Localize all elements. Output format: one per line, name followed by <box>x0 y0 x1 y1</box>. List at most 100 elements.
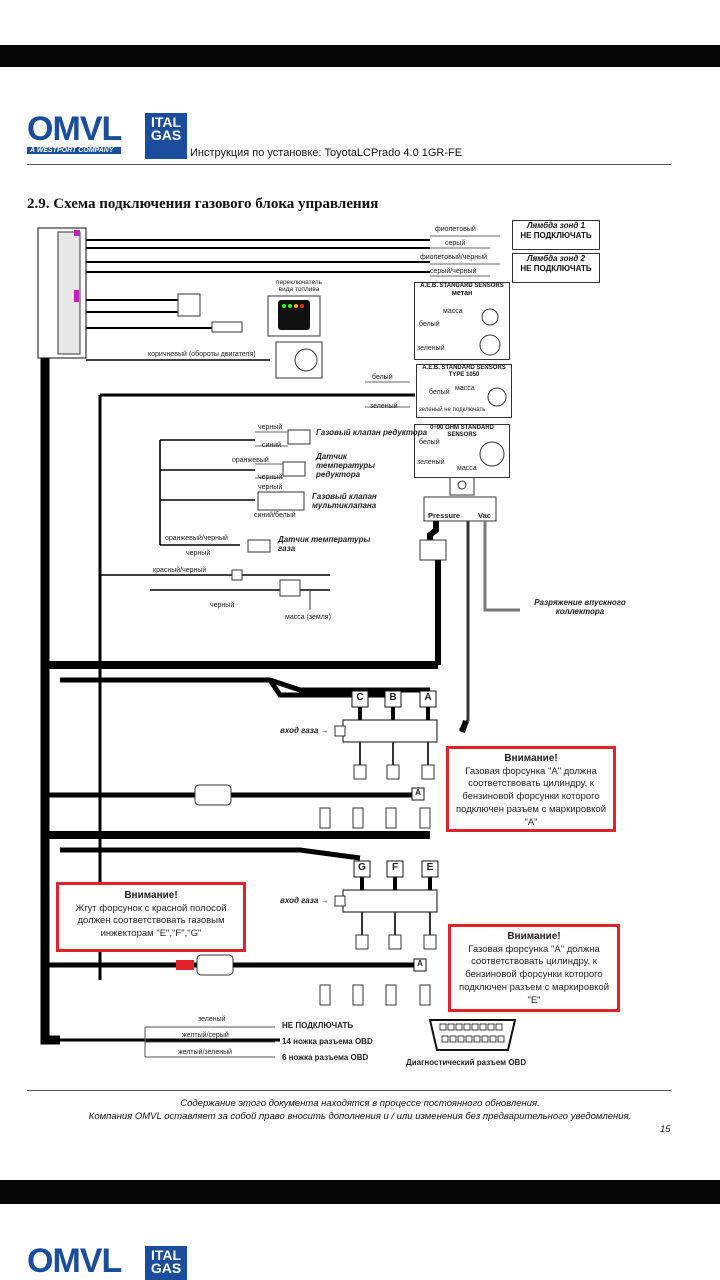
sensor-ohm-mass: масса <box>457 465 477 472</box>
warning-3-title: Внимание! <box>507 931 561 942</box>
next-omvl-logo: OMVL <box>27 1242 122 1280</box>
sensor-1050-white: белый <box>429 389 450 396</box>
sensor-1050: A.E.B. STANDARD SENSORS TYPE 1050 белый … <box>416 364 512 418</box>
marker-a-2: A <box>417 959 423 968</box>
obd-wire-green: зеленый <box>198 1016 226 1023</box>
footer-line-2: Компания OMVL оставляет за собой право в… <box>88 1111 632 1122</box>
omvl-tagline: A WESTPORT COMPANY <box>27 147 122 154</box>
obd-wire-yellow-grey: желтый/серый <box>182 1032 229 1039</box>
ecu-unit <box>37 227 87 359</box>
sensor-ohm-green: зеленый <box>417 459 445 466</box>
warning-box-1: Внимание! Газовая форсунка "А" должна со… <box>446 746 616 832</box>
lambda-2-note: НЕ ПОДКЛЮЧАТЬ <box>520 264 592 273</box>
lambda-2-title: Лямбда зонд 2 <box>526 254 585 263</box>
sensor-methane-gauge <box>479 308 501 356</box>
wire-label-black-3: черный <box>258 484 283 491</box>
map-pressure-label: Pressure <box>428 511 461 520</box>
rail2-letter-g: G <box>358 862 366 873</box>
sensor-1050-note: зеленый не подключать <box>419 407 486 413</box>
sensor-methane-green: зеленый <box>417 345 445 352</box>
lambda-1-box: Лямбда зонд 1 НЕ ПОДКЛЮЧАТЬ <box>512 220 600 250</box>
wire-label-black-2: черный <box>258 474 283 481</box>
temp-sensor-label: Датчик температуры редуктора <box>316 452 376 480</box>
gas-rail-2 <box>319 860 439 1006</box>
page-number: 15 <box>660 1124 671 1135</box>
obd-pin14: 14 ножка разъема OBD <box>282 1037 373 1046</box>
wire-label-violet-black: фиолетовый/черный <box>420 254 488 261</box>
obd-connector <box>428 1019 517 1051</box>
gas-inlet-1: вход газа → <box>280 726 329 735</box>
page-title: Инструкция по установке: ToyotaLCPrado 4… <box>190 147 463 159</box>
sensor-1050-mass: масса <box>455 385 475 392</box>
obd-not-connect: НЕ ПОДКЛЮЧАТЬ <box>282 1021 354 1030</box>
italgas-logo-text: ITAL GAS <box>150 114 182 143</box>
header-divider <box>27 164 671 165</box>
warning-2-text: Жгут форсунок с красной полосой должен с… <box>75 902 227 940</box>
lambda-1-title: Лямбда зонд 1 <box>526 221 585 230</box>
warning-3-text: Газовая форсунка "А" должна соответствов… <box>458 943 610 1006</box>
gas-temp-label: Датчик температуры газа <box>278 535 371 554</box>
marker-a-1: A <box>415 788 421 797</box>
sensor-ohm-title: 0÷90 OHM STANDARD <box>430 425 494 431</box>
sensor-methane-white: белый <box>419 321 440 328</box>
omvl-logo: OMVL A WESTPORT COMPANY <box>27 110 122 154</box>
sensor-ohm-gauge <box>479 441 505 467</box>
obd-label: Диагностический разъем OBD <box>406 1058 527 1067</box>
lambda-1-note: НЕ ПОДКЛЮЧАТЬ <box>520 231 592 240</box>
gas-rail-1 <box>319 690 438 829</box>
wire-label-ground: масса (земля) <box>285 614 331 621</box>
wire-label-black-1: черный <box>258 424 283 431</box>
wire-label-grey: серый <box>445 240 466 247</box>
wiring-diagram <box>37 227 520 1058</box>
sensor-methane: A.E.B. STANDARD SENSORS метан белый масс… <box>414 282 510 360</box>
next-italgas-logo-text: ITAL GAS <box>150 1247 182 1276</box>
gas-inlet-2: вход газа → <box>280 896 329 905</box>
sensor-1050-title: A.E.B. STANDARD SENSORS <box>422 365 506 371</box>
next-italgas-logo: ITAL GAS <box>145 1246 187 1280</box>
wire-label-black-5: черный <box>210 602 235 609</box>
lambda-2-box: Лямбда зонд 2 НЕ ПОДКЛЮЧАТЬ <box>512 253 600 283</box>
wire-label-black-4: черный <box>186 550 211 557</box>
rail1-letter-a: A <box>424 692 432 703</box>
bottom-black-bar <box>0 1180 720 1204</box>
rail1-letter-c: C <box>356 692 364 703</box>
wire-label-orange: оранжевый <box>232 457 269 464</box>
rail1-letter-b: B <box>389 692 397 703</box>
warning-1-text: Газовая форсунка "А" должна соответствов… <box>455 765 607 828</box>
multivalve-label: Газовый клапан мультиклапана <box>312 492 377 511</box>
sensor-ohm: 0÷90 OHM STANDARD SENSORS белый зеленый … <box>414 424 510 478</box>
warning-2-title: Внимание! <box>124 890 178 901</box>
wire-label-grey-black: серый/черный <box>430 268 477 275</box>
map-vac-label: Vac <box>478 511 491 520</box>
gas-valve-label: Газовый клапан редуктора <box>316 428 428 437</box>
wire-label-green: зеленый <box>370 403 398 410</box>
footer-line-1: Содержание этого документа находятся в п… <box>180 1098 540 1109</box>
warning-box-3: Внимание! Газовая форсунка "А" должна со… <box>448 924 620 1012</box>
wire-label-brown: коричневый (обороты двигателя) <box>148 351 256 358</box>
footer-divider <box>27 1090 671 1091</box>
sensor-ohm-sub: SENSORS <box>447 431 477 438</box>
wire-label-blue-white: синий/белый <box>254 512 296 519</box>
obd-wire-yellow-green: желтый/зеленый <box>178 1049 233 1056</box>
top-black-bar <box>0 45 720 67</box>
wire-label-orange-black: оранжевый/черный <box>165 535 228 542</box>
section-heading: 2.9. Схема подключения газового блока уп… <box>27 196 379 212</box>
sensor-methane-sub: метан <box>451 289 473 297</box>
fuel-switch-label: переключатель вида топлива <box>275 279 323 294</box>
rail2-letter-f: F <box>391 862 399 873</box>
vacuum-label: Разряжение впускного коллектора <box>534 598 626 617</box>
obd-pin6: 6 ножка разъема OBD <box>282 1053 369 1062</box>
sensor-ohm-white: белый <box>419 439 440 446</box>
wire-label-red-black: красный/черный <box>153 567 207 574</box>
warning-box-2: Внимание! Жгут форсунок с красной полосо… <box>56 882 246 952</box>
warning-1-title: Внимание! <box>504 753 558 764</box>
rail2-letter-e: E <box>426 862 434 873</box>
italgas-logo: ITAL GAS <box>145 113 187 159</box>
wire-label-blue: синий <box>262 442 282 449</box>
sensor-1050-sub: TYPE 1050 <box>448 371 480 378</box>
wire-label-white: белый <box>372 374 393 381</box>
wire-label-violet: фиолетовый <box>435 226 476 233</box>
sensor-1050-gauge <box>487 387 507 407</box>
sensor-methane-title: A.E.B. STANDARD SENSORS <box>420 283 504 289</box>
omvl-logo-text: OMVL <box>27 110 122 148</box>
